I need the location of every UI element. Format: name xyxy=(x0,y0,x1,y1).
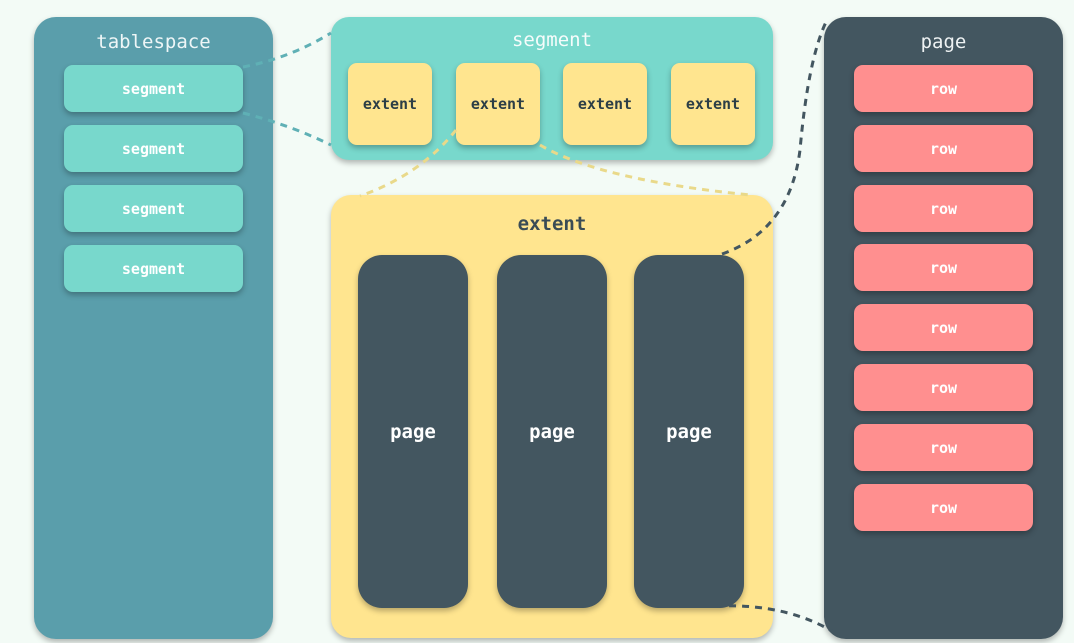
extent-page-2: page xyxy=(497,255,607,608)
page-row-5: row xyxy=(854,304,1033,351)
tablespace-segment-4: segment xyxy=(64,245,243,292)
page-row-3: row xyxy=(854,185,1033,232)
segment-panel: segment extent extent extent extent xyxy=(331,17,773,160)
tablespace-segment-2: segment xyxy=(64,125,243,172)
extent-page-3: page xyxy=(634,255,744,608)
segment-title: segment xyxy=(511,29,593,51)
extent-page-1: page xyxy=(358,255,468,608)
page-row-7: row xyxy=(854,424,1033,471)
segment-extent-2: extent xyxy=(456,63,540,145)
segment-extent-1: extent xyxy=(348,63,432,145)
page-row-4: row xyxy=(854,244,1033,291)
segment-extent-4: extent xyxy=(671,63,755,145)
page-title: page xyxy=(920,31,967,53)
page-row-2: row xyxy=(854,125,1033,172)
page-row-6: row xyxy=(854,364,1033,411)
tablespace-panel: tablespace segment segment segment segme… xyxy=(34,17,273,639)
tablespace-title: tablespace xyxy=(96,31,211,53)
page-row-1: row xyxy=(854,65,1033,112)
tablespace-segment-1: segment xyxy=(64,65,243,112)
page-panel: page row row row row row row row row xyxy=(824,17,1063,639)
page-row-8: row xyxy=(854,484,1033,531)
extent-panel: extent page page page xyxy=(331,195,773,638)
tablespace-segment-3: segment xyxy=(64,185,243,232)
extent-title: extent xyxy=(517,213,587,235)
segment-extent-3: extent xyxy=(563,63,647,145)
